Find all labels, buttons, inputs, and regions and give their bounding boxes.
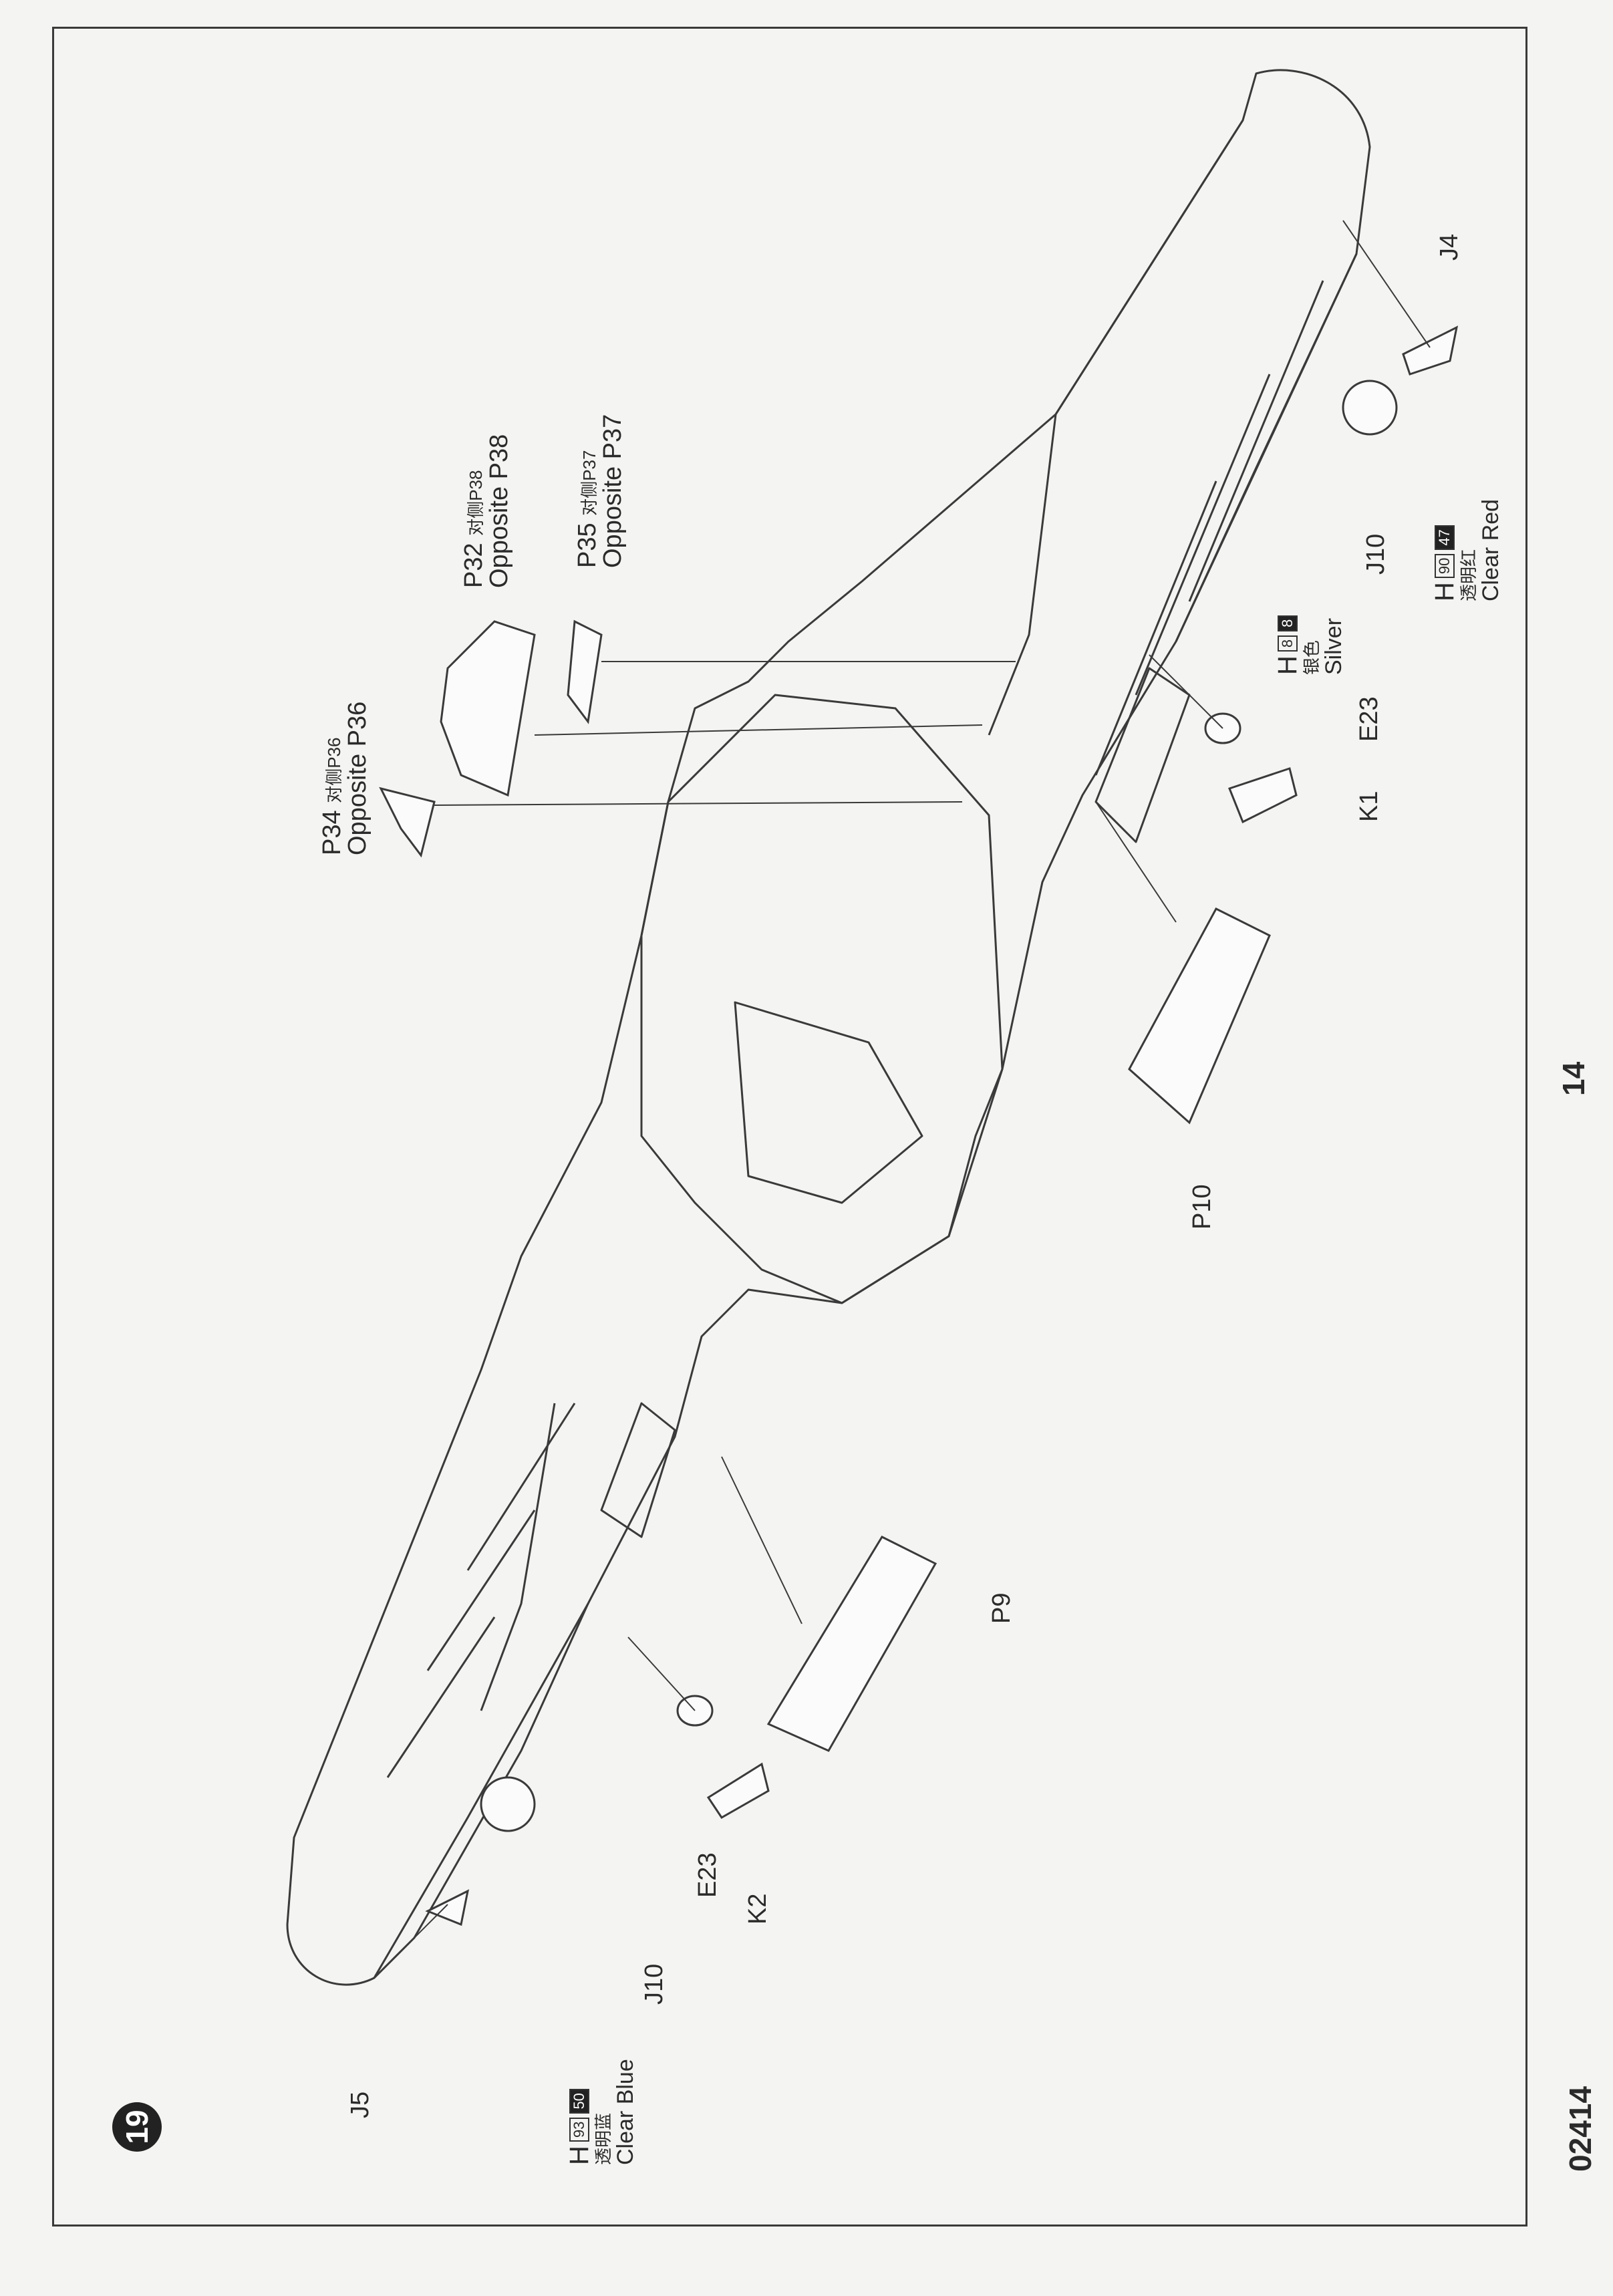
p35-cn: 对侧P37 <box>579 450 599 516</box>
p32-id: P32 <box>460 543 488 588</box>
p34-opposite: Opposite P36 <box>343 701 372 855</box>
wing-outline <box>286 69 1371 1986</box>
red-cn: 透明红 <box>1459 549 1479 601</box>
part-j5 <box>425 1889 470 1926</box>
silver-name: Silver <box>1320 617 1346 675</box>
blue-code2: 50 <box>569 2089 590 2114</box>
label-e23-left: E23 <box>694 1852 722 1898</box>
part-j4 <box>1402 325 1459 376</box>
blue-cn: 透明蓝 <box>593 2112 613 2165</box>
paint-clear-red: H 90 47 透明红 Clear Red <box>1430 499 1503 601</box>
blue-name: Clear Blue <box>612 2059 638 2165</box>
red-code2: 47 <box>1434 525 1455 550</box>
p34-id: P34 <box>318 810 346 855</box>
part-p35 <box>567 619 603 724</box>
label-p32: P32 对侧P38 Opposite P38 <box>460 434 513 588</box>
label-j10-left: J10 <box>640 1963 668 2005</box>
red-h: H <box>1430 582 1459 601</box>
step-number: 19 <box>112 2102 162 2152</box>
part-j10-left <box>480 1776 536 1832</box>
label-p35: P35 对侧P37 Opposite P37 <box>573 414 627 568</box>
label-p9: P9 <box>988 1592 1016 1624</box>
page-frame <box>52 27 1527 2227</box>
label-e23-right: E23 <box>1355 696 1383 742</box>
silver-code1: 8 <box>1277 635 1298 652</box>
label-j5: J5 <box>346 2091 374 2118</box>
p32-opposite: Opposite P38 <box>485 434 513 588</box>
page-code: 02414 <box>1563 2086 1598 2172</box>
blue-code1: 93 <box>569 2117 590 2142</box>
p32-cn: 对侧P38 <box>466 470 486 536</box>
part-p10 <box>1128 907 1271 1125</box>
part-p9 <box>766 1536 937 1752</box>
step-badge: 19 <box>112 2102 162 2152</box>
part-j10-right <box>1342 380 1398 436</box>
label-j10-right: J10 <box>1362 533 1390 575</box>
label-k1: K1 <box>1355 791 1383 822</box>
label-j4: J4 <box>1435 233 1463 261</box>
part-p34 <box>379 786 436 858</box>
p35-opposite: Opposite P37 <box>599 414 627 568</box>
paint-clear-blue: H 93 50 透明蓝 Clear Blue <box>565 2059 638 2165</box>
p34-cn: 对侧P36 <box>324 737 344 803</box>
silver-cn: 银色 <box>1302 639 1322 675</box>
label-p34: P34 对侧P36 Opposite P36 <box>318 701 372 855</box>
page-number: 14 <box>1556 1061 1591 1096</box>
part-k1 <box>1228 767 1298 824</box>
blue-h: H <box>565 2146 594 2165</box>
red-name: Clear Red <box>1477 498 1503 601</box>
nacelle-left <box>600 1402 676 1538</box>
fuselage-center <box>640 694 1004 1304</box>
part-k2 <box>706 1762 770 1819</box>
nacelle-right <box>1094 667 1191 843</box>
label-p10: P10 <box>1188 1184 1216 1230</box>
silver-code2: 8 <box>1277 615 1298 631</box>
p35-id: P35 <box>573 523 601 568</box>
part-p32 <box>440 620 536 797</box>
silver-h: H <box>1273 656 1302 675</box>
paint-silver: H 8 8 银色 Silver <box>1273 615 1346 675</box>
label-k2: K2 <box>744 1893 772 1924</box>
red-code1: 90 <box>1434 553 1455 579</box>
